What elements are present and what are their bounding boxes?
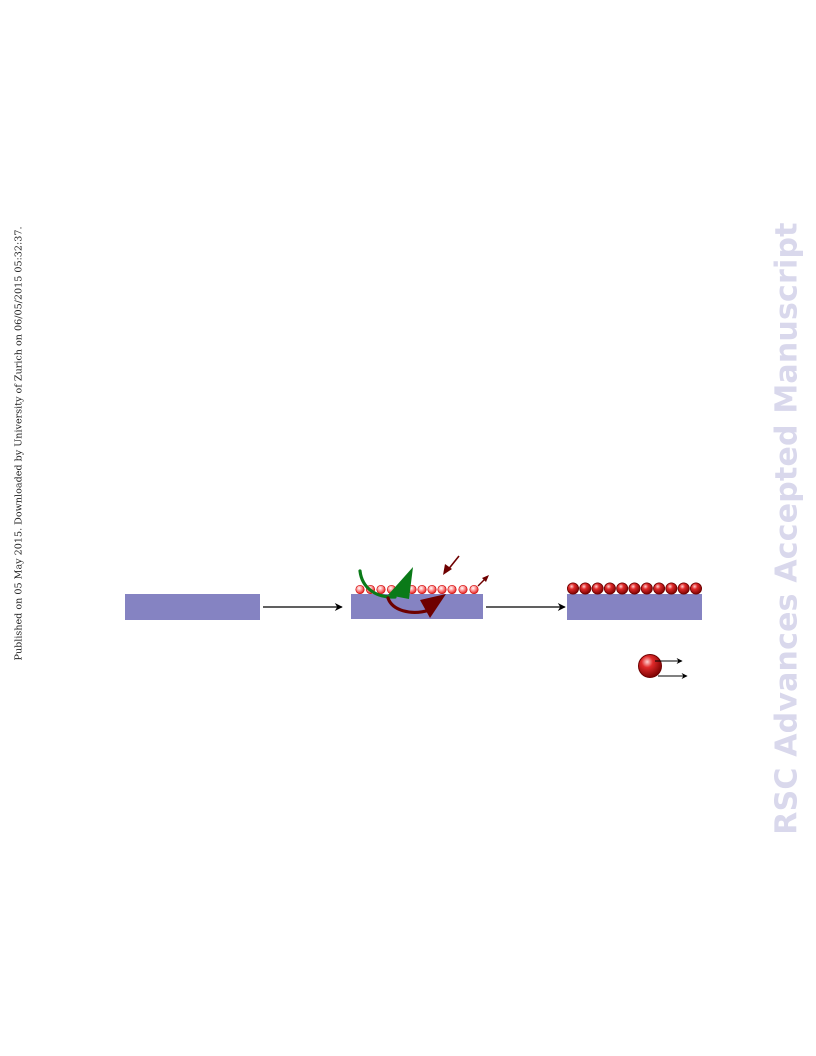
sphere-icon: [690, 582, 703, 595]
sphere-icon: [355, 584, 365, 595]
sphere-icon: [417, 584, 427, 595]
legend: [638, 654, 688, 679]
substrate-coated: [567, 594, 702, 620]
dense-sphere-layer: [567, 582, 703, 595]
sphere-icon: [677, 582, 690, 595]
sphere-icon: [591, 582, 604, 595]
sphere-icon: [665, 582, 678, 595]
sphere-icon: [427, 584, 437, 595]
curved-arrow-icon: [420, 594, 446, 618]
incoming-arrow-icon: [443, 564, 452, 575]
curved-arrow-icon: [386, 596, 432, 614]
substrate-partial: [351, 594, 483, 619]
outgoing-arrow-icon: [482, 575, 489, 582]
curved-arrow-icon: [388, 567, 413, 599]
sphere-icon: [447, 584, 457, 595]
substrate-bare: [125, 594, 260, 620]
sphere-icon: [603, 582, 616, 595]
sphere-icon: [628, 582, 641, 595]
sphere-icon: [579, 582, 592, 595]
sphere-icon: [376, 584, 386, 595]
sphere-icon: [638, 654, 662, 678]
sphere-icon: [469, 584, 479, 595]
sphere-icon: [653, 582, 666, 595]
sphere-icon: [640, 582, 653, 595]
sphere-icon: [567, 582, 580, 595]
sphere-icon: [437, 584, 447, 595]
sphere-icon: [616, 582, 629, 595]
curved-arrow-icon: [358, 569, 397, 599]
sphere-icon: [458, 584, 468, 595]
